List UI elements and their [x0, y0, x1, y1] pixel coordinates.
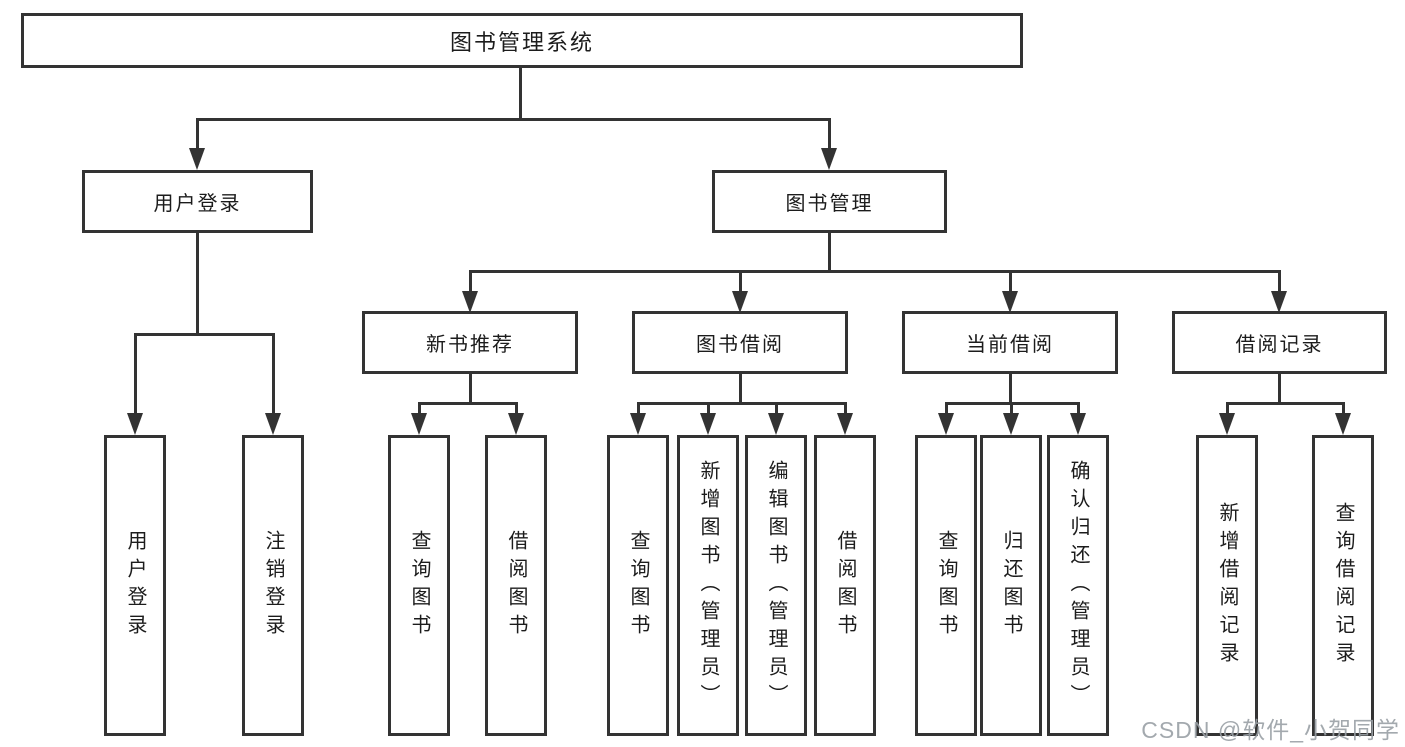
- connector-book-borrow-split: [637, 402, 846, 405]
- connector-drop-leaf: [844, 402, 847, 418]
- leaf-user-login: 用户登录: [104, 435, 166, 736]
- connector-user-login-stem: [196, 231, 199, 335]
- leaf-query-books-3: 查询图书: [915, 435, 977, 736]
- arrow-down-icon: [768, 413, 784, 435]
- connector-drop-leaf: [707, 402, 710, 418]
- node-new-book-recommend: 新书推荐: [362, 311, 578, 374]
- arrow-down-icon: [127, 413, 143, 435]
- arrow-down-icon: [837, 413, 853, 435]
- csdn-watermark: CSDN @软件_小贺同学: [1141, 717, 1400, 743]
- arrow-down-icon: [265, 413, 281, 435]
- connector-book-mgmt-split: [469, 270, 1281, 273]
- leaf-add-book-admin: 新增图书（管理员）: [677, 435, 739, 736]
- leaf-add-borrow-record: 新增借阅记录: [1196, 435, 1258, 736]
- arrow-down-icon: [411, 413, 427, 435]
- connector-drop-leaf: [1226, 402, 1229, 418]
- connector-drop-book-borrow: [739, 270, 742, 295]
- connector-drop-user-login: [196, 118, 199, 152]
- arrow-down-icon: [462, 291, 478, 313]
- leaf-borrow-books-2: 借阅图书: [814, 435, 876, 736]
- connector-drop-leaf: [637, 402, 640, 418]
- connector-drop-leaf: [515, 402, 518, 418]
- leaf-confirm-return-admin: 确认归还（管理员）: [1047, 435, 1109, 736]
- node-borrow-record: 借阅记录: [1172, 311, 1387, 374]
- arrow-down-icon: [189, 148, 205, 170]
- leaf-return-books: 归还图书: [980, 435, 1042, 736]
- connector-drop-borrow-record: [1278, 270, 1281, 295]
- connector-book-borrow-stem: [739, 372, 742, 404]
- connector-drop-new-book: [469, 270, 472, 295]
- connector-drop-leaf: [1342, 402, 1345, 418]
- arrow-down-icon: [1070, 413, 1086, 435]
- arrow-down-icon: [1271, 291, 1287, 313]
- node-book-management: 图书管理: [712, 170, 947, 233]
- arrow-down-icon: [1003, 413, 1019, 435]
- arrow-down-icon: [1219, 413, 1235, 435]
- arrow-down-icon: [630, 413, 646, 435]
- leaf-query-borrow-record: 查询借阅记录: [1312, 435, 1374, 736]
- leaf-edit-book-admin: 编辑图书（管理员）: [745, 435, 807, 736]
- connector-root-split: [196, 118, 831, 121]
- leaf-query-books: 查询图书: [388, 435, 450, 736]
- connector-new-book-stem: [469, 372, 472, 404]
- connector-borrow-record-split: [1226, 402, 1344, 405]
- arrow-down-icon: [1002, 291, 1018, 313]
- node-current-borrow: 当前借阅: [902, 311, 1118, 374]
- connector-drop-leaf: [1077, 402, 1080, 418]
- connector-drop-login-leaf: [134, 333, 137, 415]
- node-user-login: 用户登录: [82, 170, 313, 233]
- connector-drop-leaf: [1010, 402, 1013, 418]
- connector-new-book-split: [418, 402, 518, 405]
- arrow-down-icon: [938, 413, 954, 435]
- node-library-management-system: 图书管理系统: [21, 13, 1023, 68]
- connector-drop-book-management: [828, 118, 831, 152]
- arrow-down-icon: [1335, 413, 1351, 435]
- arrow-down-icon: [508, 413, 524, 435]
- connector-current-borrow-stem: [1009, 372, 1012, 404]
- arrow-down-icon: [821, 148, 837, 170]
- connector-drop-leaf: [418, 402, 421, 418]
- connector-user-login-split: [134, 333, 275, 336]
- node-book-borrow: 图书借阅: [632, 311, 848, 374]
- arrow-down-icon: [700, 413, 716, 435]
- connector-drop-leaf: [775, 402, 778, 418]
- connector-root-stem: [519, 66, 522, 120]
- connector-drop-logout-leaf: [272, 333, 275, 415]
- connector-borrow-record-stem: [1278, 372, 1281, 404]
- arrow-down-icon: [732, 291, 748, 313]
- connector-book-mgmt-stem: [828, 231, 831, 272]
- connector-drop-current-borrow: [1009, 270, 1012, 295]
- leaf-query-books-2: 查询图书: [607, 435, 669, 736]
- leaf-borrow-books: 借阅图书: [485, 435, 547, 736]
- leaf-logout: 注销登录: [242, 435, 304, 736]
- connector-drop-leaf: [945, 402, 948, 418]
